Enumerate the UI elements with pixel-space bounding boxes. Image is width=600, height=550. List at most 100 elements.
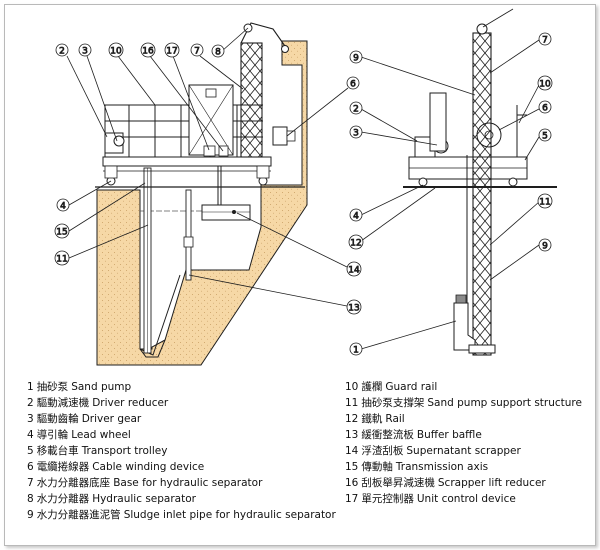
legend-zh: 抽砂泵支撐架 [361,397,425,409]
callout-r-1: 1 [349,342,363,356]
leader-r-top [482,8,514,28]
separator-top-box [205,88,217,98]
leader-15 [68,182,146,232]
leader-r-9b [489,244,540,281]
svg-text:4: 4 [60,202,66,212]
leader-r-10 [518,84,540,124]
legend-en: Sludge inlet pipe for hydraulic separato… [123,509,336,521]
leader-r-3 [360,131,438,146]
svg-text:14: 14 [348,266,360,276]
callout-r-7: 7 [538,32,552,46]
svg-text:2: 2 [353,105,359,115]
legend-num: 8 [27,493,34,505]
legend-en: Supernatant scrapper [406,445,521,457]
callout-2: 2 [55,43,69,57]
svg-text:15: 15 [56,228,67,238]
legend-zh: 電纜捲線器 [36,461,90,473]
leader-r-4 [360,184,424,216]
callout-4: 4 [56,198,70,212]
leader-17 [172,55,210,151]
callout-r-11: 11 [537,193,553,209]
tower-top-arm [240,22,288,50]
leader-r-6 [498,108,540,131]
legend-num: 11 [345,397,359,409]
callout-r-9b: 9 [538,238,552,252]
legend-num: 15 [345,461,359,473]
leader-r-11 [489,201,540,246]
callout-13: 13 [346,299,362,315]
svg-text:16: 16 [142,47,154,57]
diagram-frame: 2 3 10 16 17 7 8 6 4 15 11 14 13 9 7 10 … [4,4,596,546]
svg-text:9: 9 [542,242,548,252]
legend-zh: 驅動減速機 [36,397,90,409]
svg-text:5: 5 [542,132,548,142]
right-support-tower [472,32,492,356]
callout-r-12: 12 [348,234,364,250]
right-wheel-right [508,177,518,187]
right-wheel-left [418,177,428,187]
callout-14: 14 [346,261,362,277]
callout-10: 10 [108,42,124,58]
separator-cross [188,84,234,156]
legend-en: Base for hydraulic separator [113,477,263,489]
legend-num: 5 [27,445,34,457]
sand-pump-body [453,302,476,351]
legend-zh: 浮渣刮板 [361,445,404,457]
legend-zh: 驅動齒輪 [36,413,79,425]
svg-text:10: 10 [539,80,551,90]
callout-17: 17 [164,42,180,58]
svg-text:10: 10 [110,47,122,57]
callout-6: 6 [346,76,360,90]
legend-en: Sand pump [71,381,132,393]
guard-rail [104,104,263,157]
legend-zh: 移載台車 [36,445,79,457]
leader-16 [149,55,224,152]
legend-en: Driver gear [81,413,142,425]
sand-pump-motor [455,294,467,304]
legend-en: Hydraulic separator [92,493,196,505]
callout-r-10: 10 [537,75,553,91]
leader-11 [68,224,149,259]
svg-text:1: 1 [353,346,359,356]
callout-r-4: 4 [349,208,363,222]
callout-r-2: 2 [349,101,363,115]
leader-10 [117,55,156,106]
legend-en: Sand pump support structure [427,397,582,409]
supernatant-scrapper [201,204,251,221]
support-tower [240,42,263,158]
leader-r-1 [360,320,457,350]
legend-zh: 刮板舉昇減速機 [361,477,435,489]
svg-text:7: 7 [194,47,200,57]
legend-en: Scrapper lift reducer [437,477,546,489]
legend-zh: 水力分離器 [36,493,90,505]
legend-zh: 傳動軸 [361,461,393,473]
cable-winding-device [272,126,288,146]
legend-en: Transmission axis [395,461,489,473]
scrapper-bolt [232,210,236,214]
leader-r-2 [360,108,418,142]
leader-8 [221,27,249,52]
legend-num: 14 [345,445,359,457]
leader-7 [199,55,244,90]
legend-num: 7 [27,477,34,489]
svg-text:13: 13 [348,304,359,314]
buffer-baffle [185,189,192,281]
legend-en: Unit control device [416,493,516,505]
legend-en: Lead wheel [71,429,131,441]
control-box [203,145,216,157]
svg-text:2: 2 [59,47,65,57]
svg-text:6: 6 [542,104,548,114]
callout-r-5: 5 [538,128,552,142]
legend-num: 12 [345,413,359,425]
legend-num: 9 [27,509,34,521]
